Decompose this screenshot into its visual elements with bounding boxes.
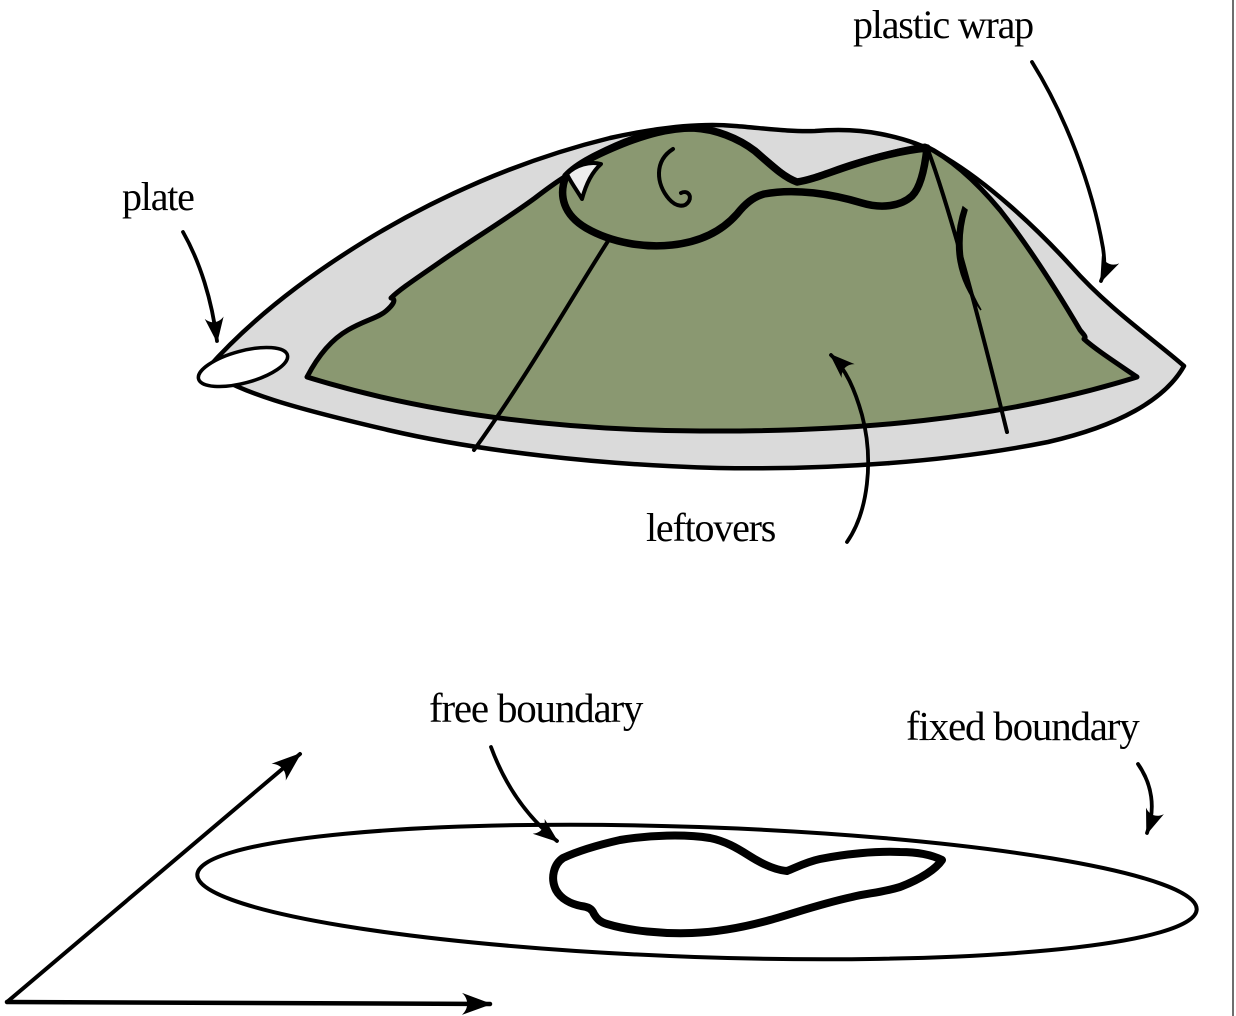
wrap-contact-blob-outline <box>558 124 931 250</box>
fixed-boundary-ellipse <box>195 822 1199 962</box>
wrap-fold-wedge <box>565 161 603 201</box>
wrap-hook-crease <box>657 147 692 208</box>
wrap-crease-left <box>472 236 612 452</box>
plate-rim-tip <box>196 345 290 389</box>
plastic-wrap-arrow <box>1030 60 1120 283</box>
y-axis-arrow <box>5 752 302 1004</box>
fixed-boundary-arrow <box>1136 762 1164 835</box>
leftovers-arrow <box>829 353 871 544</box>
free-boundary-arrow <box>489 745 559 843</box>
fixed-boundary-label: fixed boundary <box>906 703 1140 749</box>
free-boundary-outline <box>549 831 946 938</box>
plate-label: plate <box>122 174 195 219</box>
page-edge-line <box>1232 0 1234 1016</box>
plastic-wrap-label: plastic wrap <box>853 2 1034 47</box>
abstract-domain-figure <box>4 745 1199 1015</box>
wrapped-plate-figure <box>181 60 1187 544</box>
leftovers-label: leftovers <box>646 505 776 550</box>
x-axis-arrow <box>4 992 493 1015</box>
wrap-crescent-fold <box>955 205 982 311</box>
free-boundary-label: free boundary <box>429 685 643 731</box>
plate-arrow <box>181 230 224 343</box>
leftovers-mound <box>304 125 1140 434</box>
